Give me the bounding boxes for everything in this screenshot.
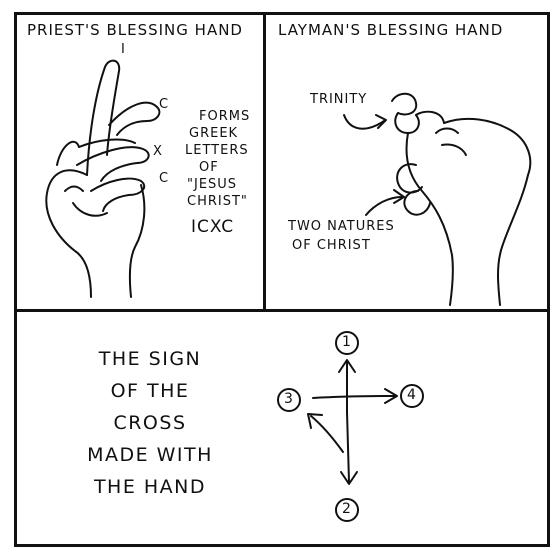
- layman-hand-drawing: [266, 15, 550, 315]
- greek-letters-label: ICXC: [191, 219, 234, 236]
- letter-i-label: I: [121, 43, 126, 56]
- priest-panel: PRIEST'S BLESSING HAND I C X C FORMS GRE…: [14, 12, 266, 312]
- priest-hand-drawing: [17, 15, 269, 315]
- layman-panel: LAYMAN'S BLESSING HAND TRINITY TWO NAT: [263, 12, 550, 312]
- cross-panel: THE SIGN OF THE CROSS MADE WITH THE HAND…: [14, 309, 550, 547]
- point-3-label: 3: [284, 392, 294, 406]
- trinity-label: TRINITY: [310, 93, 367, 106]
- caption-line-1: FORMS: [199, 110, 250, 123]
- point-1-label: 1: [342, 335, 352, 349]
- letter-c-label-upper: C: [159, 98, 169, 111]
- letter-x-label: X: [153, 145, 163, 158]
- caption-line-3: LETTERS: [185, 144, 249, 157]
- caption-line-4: OF: [199, 161, 219, 174]
- two-natures-label-line-2: OF CHRIST: [292, 239, 371, 252]
- caption-line-2: GREEK: [189, 127, 238, 140]
- letter-c-label-lower: C: [159, 172, 169, 185]
- caption-line-6: CHRIST": [187, 195, 248, 208]
- two-natures-label-line-1: TWO NATURES: [288, 220, 395, 233]
- cross-diagram: [17, 312, 550, 550]
- point-2-label: 2: [342, 502, 352, 516]
- point-4-label: 4: [407, 388, 417, 402]
- caption-line-5: "JESUS: [187, 178, 237, 191]
